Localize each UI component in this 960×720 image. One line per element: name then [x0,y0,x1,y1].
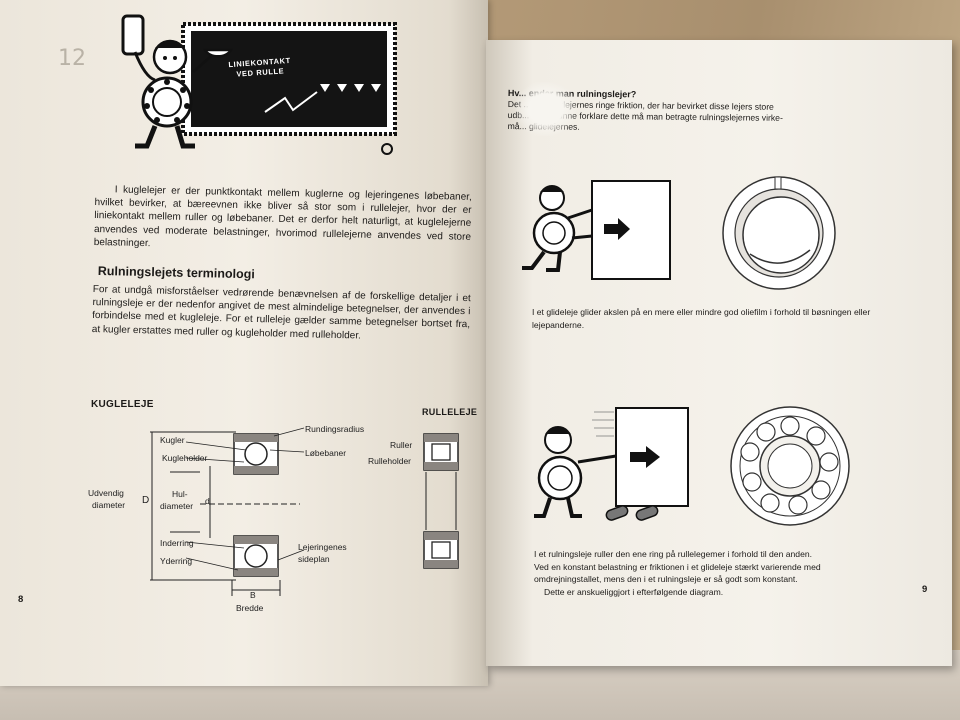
caption-line-2: Ved en konstant belastning er friktionen… [534,561,821,572]
right-page: Hv... ender man rulningslejer? Det ... r… [486,40,952,666]
rulleleje-caption: RULLELEJE [422,407,478,417]
left-page: 12 LINIEKONTAKT VED RULLE I kuglelejer e… [0,0,488,686]
caption-plain-bearing: I et glideleje glider akslen på en mere … [532,307,871,330]
paragraph-ball-bearings: I kuglelejer er der punktkontakt mellem … [93,184,472,249]
label-yderring: Yderring [160,556,193,566]
caption-rolling-bearing: I et rulningsleje ruller den ene ring på… [534,548,924,598]
light-glare [516,82,576,136]
label-D: D [142,495,150,506]
caption-line-3: omdrejningstallet, mens den i et rulning… [534,574,798,585]
caption-line-4: Dette er anskueliggjort i efterfølgende … [544,586,724,597]
man-pushing-block-on-rollers-illustration [534,407,689,521]
cartoon-man-chalkboard-illustration [121,14,397,155]
label-inderring: Inderring [160,538,194,548]
label-kugler: Kugler [160,435,185,445]
label-hul: Hul- [172,489,188,499]
label-d: d [205,496,210,506]
label-sideplan-2: sideplan [298,554,330,564]
label-lobebaner: Løbebaner [305,448,347,458]
page-number-right: 9 [922,584,928,595]
label-ruller: Ruller [390,440,413,450]
intro-paragraph: I kuglelejer er der punktkontakt mellem … [94,183,472,257]
page-number-left: 8 [18,594,24,605]
kugleleje-caption: KUGLELEJE [91,399,154,410]
ball-bearing-cross-section [150,427,305,596]
label-rulleholder: Rulleholder [368,456,411,466]
label-rundingsradius: Rundingsradius [305,424,365,434]
paragraph-terminology: For at undgå misforståelser vedrørende b… [91,283,471,342]
label-hul-diameter: diameter [160,501,194,511]
pencil-mark: 12 [58,46,86,71]
label-B: B [250,590,256,600]
label-sideplan-1: Lejeringenes [298,542,347,552]
plain-bearing-circle-illustration [722,176,836,290]
caption-line-1: I et rulningsleje ruller den ene ring på… [534,549,813,559]
roller-bearing-cross-section [423,433,459,569]
label-diameter: diameter [92,500,126,510]
man-pushing-block-illustration [522,180,671,280]
label-kugleholder: Kugleholder [162,453,208,463]
ball-bearing-circle-illustration [730,406,850,526]
label-udvendig: Udvendig [88,488,124,498]
section-heading: Rulningslejets terminologi [97,264,255,282]
label-bredde: Bredde [236,603,264,613]
terminology-paragraph: For at undgå misforståelser vedrørende b… [92,283,471,345]
